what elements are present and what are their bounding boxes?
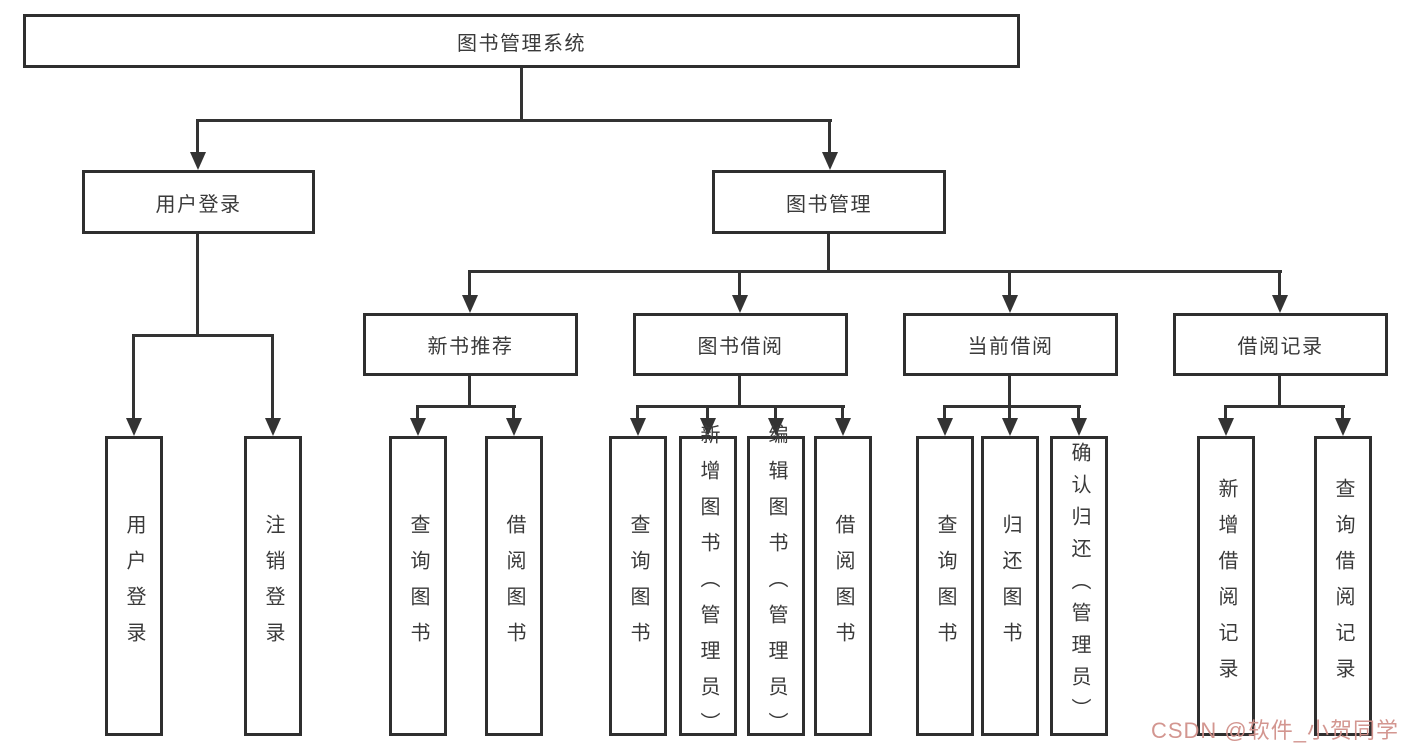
- connector-line-h: [132, 334, 274, 337]
- connector-line-v: [1008, 405, 1011, 420]
- csdn-watermark: CSDN @软件_小贺同学: [1150, 718, 1399, 743]
- node-query-borrow-record: 查询借阅记录: [1314, 436, 1372, 736]
- node-query-books-borrowing: 查询图书: [609, 436, 667, 736]
- node-user-login: 用户登录: [82, 170, 315, 234]
- connector-line-v: [1008, 376, 1011, 408]
- node-return-books: 归还图书: [981, 436, 1039, 736]
- arrow-down-icon: [732, 295, 748, 313]
- connector-line-v: [416, 405, 419, 420]
- connector-line-v: [468, 376, 471, 408]
- arrow-down-icon: [126, 418, 142, 436]
- leaf-label: 查询图书: [407, 514, 429, 658]
- connector-line-v: [636, 405, 639, 420]
- connector-line-h: [416, 405, 516, 408]
- connector-line-h: [468, 270, 1282, 273]
- leaf-label: 用户登录: [123, 514, 145, 658]
- connector-line-v: [1077, 405, 1080, 420]
- arrow-down-icon: [1002, 418, 1018, 436]
- connector-line-v: [841, 405, 844, 420]
- leaf-label: 注销登录: [262, 514, 284, 658]
- node-borrow-records: 借阅记录: [1173, 313, 1388, 376]
- connector-line-v: [512, 405, 515, 420]
- arrow-down-icon: [1002, 295, 1018, 313]
- leaf-label: 归还图书: [999, 514, 1021, 658]
- arrow-down-icon: [937, 418, 953, 436]
- arrow-down-icon: [1071, 418, 1087, 436]
- connector-line-v: [520, 68, 523, 122]
- connector-line-v: [196, 234, 199, 337]
- connector-line-h: [1224, 405, 1345, 408]
- node-borrow-books-recommend: 借阅图书: [485, 436, 543, 736]
- node-query-books-current: 查询图书: [916, 436, 974, 736]
- connector-line-v: [132, 334, 135, 420]
- arrow-down-icon: [410, 418, 426, 436]
- arrow-down-icon: [462, 295, 478, 313]
- connector-line-v: [196, 119, 199, 153]
- arrow-down-icon: [265, 418, 281, 436]
- node-logout-leaf: 注销登录: [244, 436, 302, 736]
- connector-line-v: [738, 376, 741, 408]
- arrow-down-icon: [1218, 418, 1234, 436]
- node-add-books-admin: 新增图书（管理员）: [679, 424, 737, 748]
- arrow-down-icon: [1335, 418, 1351, 436]
- node-query-books-recommend: 查询图书: [389, 436, 447, 736]
- arrow-down-icon: [190, 152, 206, 170]
- leaf-label: 确认归还（管理员）: [1068, 442, 1090, 730]
- arrow-down-icon: [835, 418, 851, 436]
- connector-line-v: [738, 270, 741, 297]
- connector-line-v: [1008, 270, 1011, 297]
- node-edit-books-admin: 编辑图书（管理员）: [747, 424, 805, 748]
- arrow-down-icon: [768, 418, 784, 436]
- leaf-label: 查询借阅记录: [1332, 478, 1354, 694]
- connector-line-v: [774, 405, 777, 420]
- connector-line-v: [1278, 270, 1281, 297]
- node-current-borrowing: 当前借阅: [903, 313, 1118, 376]
- connector-line-v: [468, 270, 471, 297]
- connector-line-v: [1224, 405, 1227, 420]
- node-system-root: 图书管理系统: [23, 14, 1020, 68]
- node-borrow-books-borrowing: 借阅图书: [814, 436, 872, 736]
- connector-line-h: [196, 119, 832, 122]
- leaf-label: 新增图书（管理员）: [697, 424, 719, 748]
- leaf-label: 查询图书: [934, 514, 956, 658]
- leaf-label: 新增借阅记录: [1215, 478, 1237, 694]
- connector-line-v: [827, 234, 830, 273]
- node-book-management: 图书管理: [712, 170, 946, 234]
- arrow-down-icon: [630, 418, 646, 436]
- node-book-borrowing: 图书借阅: [633, 313, 848, 376]
- leaf-label: 查询图书: [627, 514, 649, 658]
- arrow-down-icon: [822, 152, 838, 170]
- connector-line-v: [1341, 405, 1344, 420]
- connector-line-h: [636, 405, 845, 408]
- node-add-borrow-record: 新增借阅记录: [1197, 436, 1255, 736]
- connector-line-v: [943, 405, 946, 420]
- connector-line-v: [706, 405, 709, 420]
- leaf-label: 借阅图书: [503, 514, 525, 658]
- node-confirm-return-admin: 确认归还（管理员）: [1050, 436, 1108, 736]
- leaf-label: 借阅图书: [832, 514, 854, 658]
- connector-line-h: [943, 405, 1081, 408]
- node-user-login-leaf: 用户登录: [105, 436, 163, 736]
- node-new-book-recommend: 新书推荐: [363, 313, 578, 376]
- connector-line-v: [271, 334, 274, 420]
- leaf-label: 编辑图书（管理员）: [765, 424, 787, 748]
- arrow-down-icon: [700, 418, 716, 436]
- arrow-down-icon: [1272, 295, 1288, 313]
- arrow-down-icon: [506, 418, 522, 436]
- connector-line-v: [1278, 376, 1281, 408]
- connector-line-v: [828, 119, 831, 153]
